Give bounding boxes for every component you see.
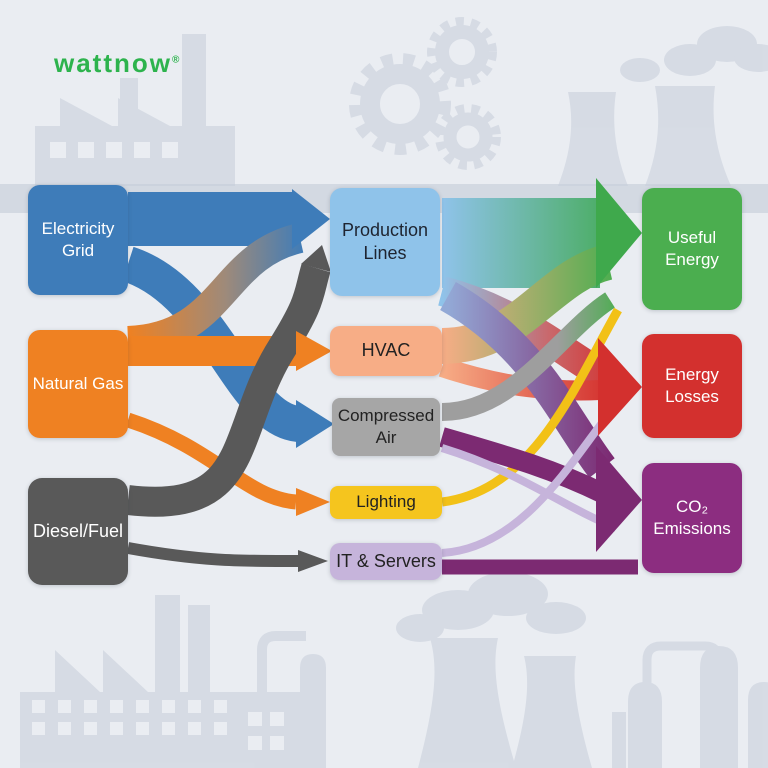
node-lighting: Lighting [330, 486, 442, 519]
node-label: Production Lines [341, 219, 429, 263]
node-label: Lighting [356, 492, 416, 512]
wattnow-logo: wattnow® [54, 48, 179, 79]
node-diesel-fuel: Diesel/Fuel [28, 478, 128, 585]
flow-compressed-air-to-co2 [439, 427, 609, 503]
node-it-servers: IT & Servers [330, 543, 442, 580]
arrowhead-gas-lighting [296, 488, 330, 516]
arrowhead-grid-compressed-air [296, 400, 334, 448]
registered-mark: ® [172, 54, 180, 66]
flow-diesel-to-it [126, 542, 299, 568]
node-label: CO₂ Emissions [653, 496, 731, 538]
node-energy-losses: Energy Losses [642, 334, 742, 438]
node-label: IT & Servers [336, 550, 436, 571]
node-label: Useful Energy [665, 227, 719, 269]
node-co2-emissions: CO₂ Emissions [642, 463, 742, 573]
arrowhead-grid-production [292, 189, 330, 249]
flow-compressed-air-to-useful [441, 292, 616, 421]
node-label: HVAC [361, 340, 411, 361]
cooling-towers-bottom-icon [396, 572, 592, 768]
logo-text: wattnow [54, 48, 172, 78]
refinery-bottom-right-icon [612, 641, 768, 768]
flow-production-to-co2 [439, 282, 615, 478]
gears-icon [349, 17, 501, 170]
node-hvac: HVAC [330, 326, 442, 376]
node-useful-energy: Useful Energy [642, 188, 742, 310]
node-label: Energy Losses [665, 364, 719, 406]
factory-bottom-left-icon [20, 595, 326, 768]
arrowhead-co2-emissions [596, 446, 642, 552]
flow-lighting-to-useful [441, 307, 622, 507]
arrowhead-gas-hvac [296, 331, 332, 371]
node-compressed-air: Compressed Air [332, 398, 440, 456]
cooling-towers-top-icon [558, 26, 768, 186]
arrowhead-energy-losses [598, 338, 642, 436]
flow-hvac-to-useful [441, 244, 614, 364]
arrowhead-diesel-production [301, 245, 331, 272]
node-production-lines: Production Lines [330, 188, 440, 296]
node-label: Electricity Grid [41, 218, 115, 260]
flow-diesel-to-production [126, 263, 331, 517]
flow-gas-to-production [126, 223, 304, 356]
arrowhead-useful-energy [596, 178, 642, 288]
node-natural-gas: Natural Gas [28, 330, 128, 438]
arrowhead-diesel-it [298, 550, 328, 572]
node-electricity-grid: Electricity Grid [28, 185, 128, 295]
node-label: Diesel/Fuel [32, 520, 124, 541]
factory-top-left-icon [35, 34, 235, 186]
node-label: Compressed Air [337, 405, 435, 447]
node-label: Natural Gas [32, 373, 124, 393]
